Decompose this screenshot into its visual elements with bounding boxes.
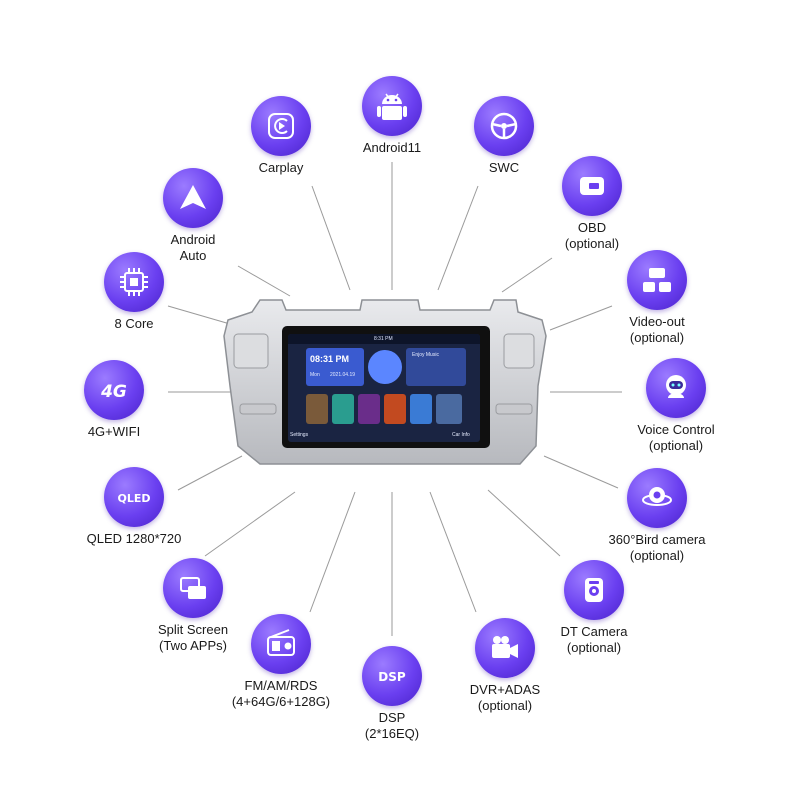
feature-label-line1: Video-out <box>629 314 685 329</box>
head-unit-screen[interactable]: 8:31 PM 08:31 PM Mon 2021.04.19 Enjoy Mu… <box>288 334 480 442</box>
feature-label: 8 Core <box>114 316 154 331</box>
dash-camera-icon <box>564 560 624 620</box>
qled-icon: QLED <box>104 467 164 527</box>
feature-dt-camera: DT Camera(optional) <box>519 560 669 656</box>
feature-dvr-adas: DVR+ADAS(optional) <box>430 618 580 714</box>
android-auto-icon <box>163 168 223 228</box>
feature-video-out: Video-out(optional) <box>582 250 732 346</box>
feature-360-bird-camera: 360°Bird camera(optional) <box>582 468 732 564</box>
dsp-icon-text: DSP <box>378 670 406 684</box>
app-settings-label: Settings <box>290 432 309 438</box>
clock-day: Mon <box>310 372 320 378</box>
clock-time: 08:31 PM <box>310 354 350 364</box>
feature-label-line1: 360°Bird camera <box>608 532 706 547</box>
qled-icon-text: QLED <box>117 492 150 505</box>
app-tile[interactable] <box>384 394 406 424</box>
feature-label-line2: (optional) <box>564 236 620 251</box>
cpu-chip-icon <box>104 252 164 312</box>
app-tile[interactable] <box>358 394 380 424</box>
feature-obd: OBD(optional) <box>517 156 667 252</box>
feature-label-line1: OBD <box>577 220 607 235</box>
feature-label-line2: (Two APPs) <box>159 638 227 653</box>
feature-label-line1: Voice Control <box>637 422 715 437</box>
split-screen-icon <box>163 558 223 618</box>
feature-label-line2: (optional) <box>566 640 622 655</box>
dsp-icon: DSP <box>362 646 422 706</box>
feature-android: Android11 <box>317 76 467 156</box>
feature-label-line2: (optional) <box>629 330 685 345</box>
app-tile[interactable] <box>332 394 354 424</box>
feature-label: 4G+WIFI <box>87 424 141 439</box>
4g-icon-text: 4G <box>100 382 127 402</box>
feature-label-line1: Android <box>170 232 216 247</box>
robot-assistant-icon <box>646 358 706 418</box>
feature-4g-wifi: 4G 4G+WIFI <box>39 360 189 440</box>
feature-voice-control: Voice Control(optional) <box>601 358 751 454</box>
feature-label-line2: (4+64G/6+128G) <box>231 694 331 709</box>
feature-label-line1: DSP <box>378 710 406 725</box>
app-tile[interactable] <box>410 394 432 424</box>
feature-label-line1: DT Camera <box>560 624 628 639</box>
feature-label-line1: FM/AM/RDS <box>244 678 318 693</box>
feature-label-line2: (optional) <box>477 698 533 713</box>
feature-label: SWC <box>488 160 520 175</box>
app-tile[interactable] <box>306 394 328 424</box>
feature-label: Carplay <box>258 160 304 175</box>
feature-split-screen: Split Screen(Two APPs) <box>118 558 268 654</box>
music-title: Enjoy Music <box>412 352 439 358</box>
feature-swc: SWC <box>429 96 579 176</box>
obd-icon <box>562 156 622 216</box>
feature-qled: QLED QLED 1280*720 <box>59 467 209 547</box>
app-carinfo-label: Car Info <box>452 432 470 438</box>
clock-date: 2021.04.19 <box>330 372 356 378</box>
steering-wheel-icon <box>474 96 534 156</box>
status-bar: 8:31 PM <box>288 334 480 344</box>
feature-label: QLED 1280*720 <box>86 531 182 546</box>
carplay-icon <box>251 96 311 156</box>
app-tile[interactable] <box>436 394 462 424</box>
radio-icon <box>251 614 311 674</box>
feature-label-line2: (optional) <box>629 548 685 563</box>
feature-label-line1: DVR+ADAS <box>469 682 541 697</box>
feature-label-line2: (2*16EQ) <box>364 726 420 741</box>
android-robot-icon <box>362 76 422 136</box>
feature-8-core: 8 Core <box>59 252 209 332</box>
feature-label-line2: Auto <box>179 248 207 263</box>
clock-widget[interactable]: 08:31 PM Mon 2021.04.19 <box>306 348 364 386</box>
feature-label-line1: Split Screen <box>157 622 229 637</box>
feature-carplay: Carplay <box>206 96 356 176</box>
video-out-icon <box>627 250 687 310</box>
feature-dsp: DSP DSP(2*16EQ) <box>317 646 467 742</box>
android-logo-tile[interactable] <box>368 350 402 384</box>
4g-icon: 4G <box>84 360 144 420</box>
feature-fm-am-rds: FM/AM/RDS(4+64G/6+128G) <box>206 614 356 710</box>
feature-label: Android11 <box>362 140 422 155</box>
video-camera-icon <box>475 618 535 678</box>
music-widget[interactable]: Enjoy Music <box>406 348 466 386</box>
feature-label-line2: (optional) <box>648 438 704 453</box>
status-time: 8:31 PM <box>374 336 393 342</box>
360-camera-icon <box>627 468 687 528</box>
